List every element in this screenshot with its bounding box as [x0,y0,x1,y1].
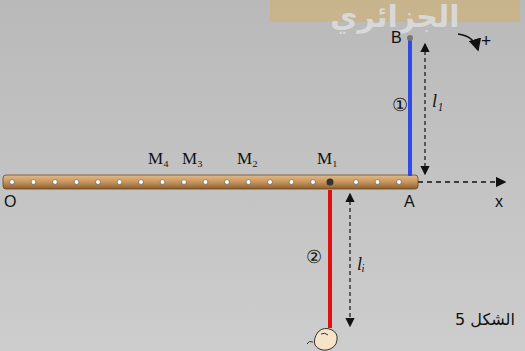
point-label: M₂ [237,150,258,167]
point-label: M₄ [148,150,169,167]
hole [268,180,273,185]
callout-number: ② [306,248,322,266]
rod-holes [10,180,402,185]
rotation-arrow [458,34,478,50]
callout-number: ① [392,96,408,114]
red-rod [328,190,332,328]
hole [397,180,402,185]
hole [139,180,144,185]
axis-label: x [495,194,503,210]
x-axis [418,181,505,182]
length-label: lᵢ [357,255,365,273]
point-m1 [327,179,334,186]
hand [307,328,337,350]
hole [117,180,122,185]
hole [160,180,165,185]
hole [182,180,187,185]
hole [10,180,15,185]
length-arrow [349,194,350,326]
point-label: M₃ [182,150,203,167]
hole [203,180,208,185]
hole [311,180,316,185]
hole [246,180,251,185]
hole [354,180,359,185]
hole [74,180,79,185]
sign-label: + [481,32,491,50]
point-label: A [404,194,415,210]
hole [31,180,36,185]
hole [96,180,101,185]
hole [225,180,230,185]
blue-rod [408,40,412,176]
point-b [407,35,413,41]
point-label: B [391,30,402,46]
hole [375,180,380,185]
figure-caption: الشكل 5 [455,312,515,328]
hole [289,180,294,185]
hole [53,180,58,185]
watermark: الجزائري [330,2,460,32]
length-label: l₁ [432,92,443,110]
length-arrow [424,44,425,174]
origin-label: O [4,194,16,210]
horizontal-rod [3,175,418,189]
point-label: M₁ [317,150,338,167]
